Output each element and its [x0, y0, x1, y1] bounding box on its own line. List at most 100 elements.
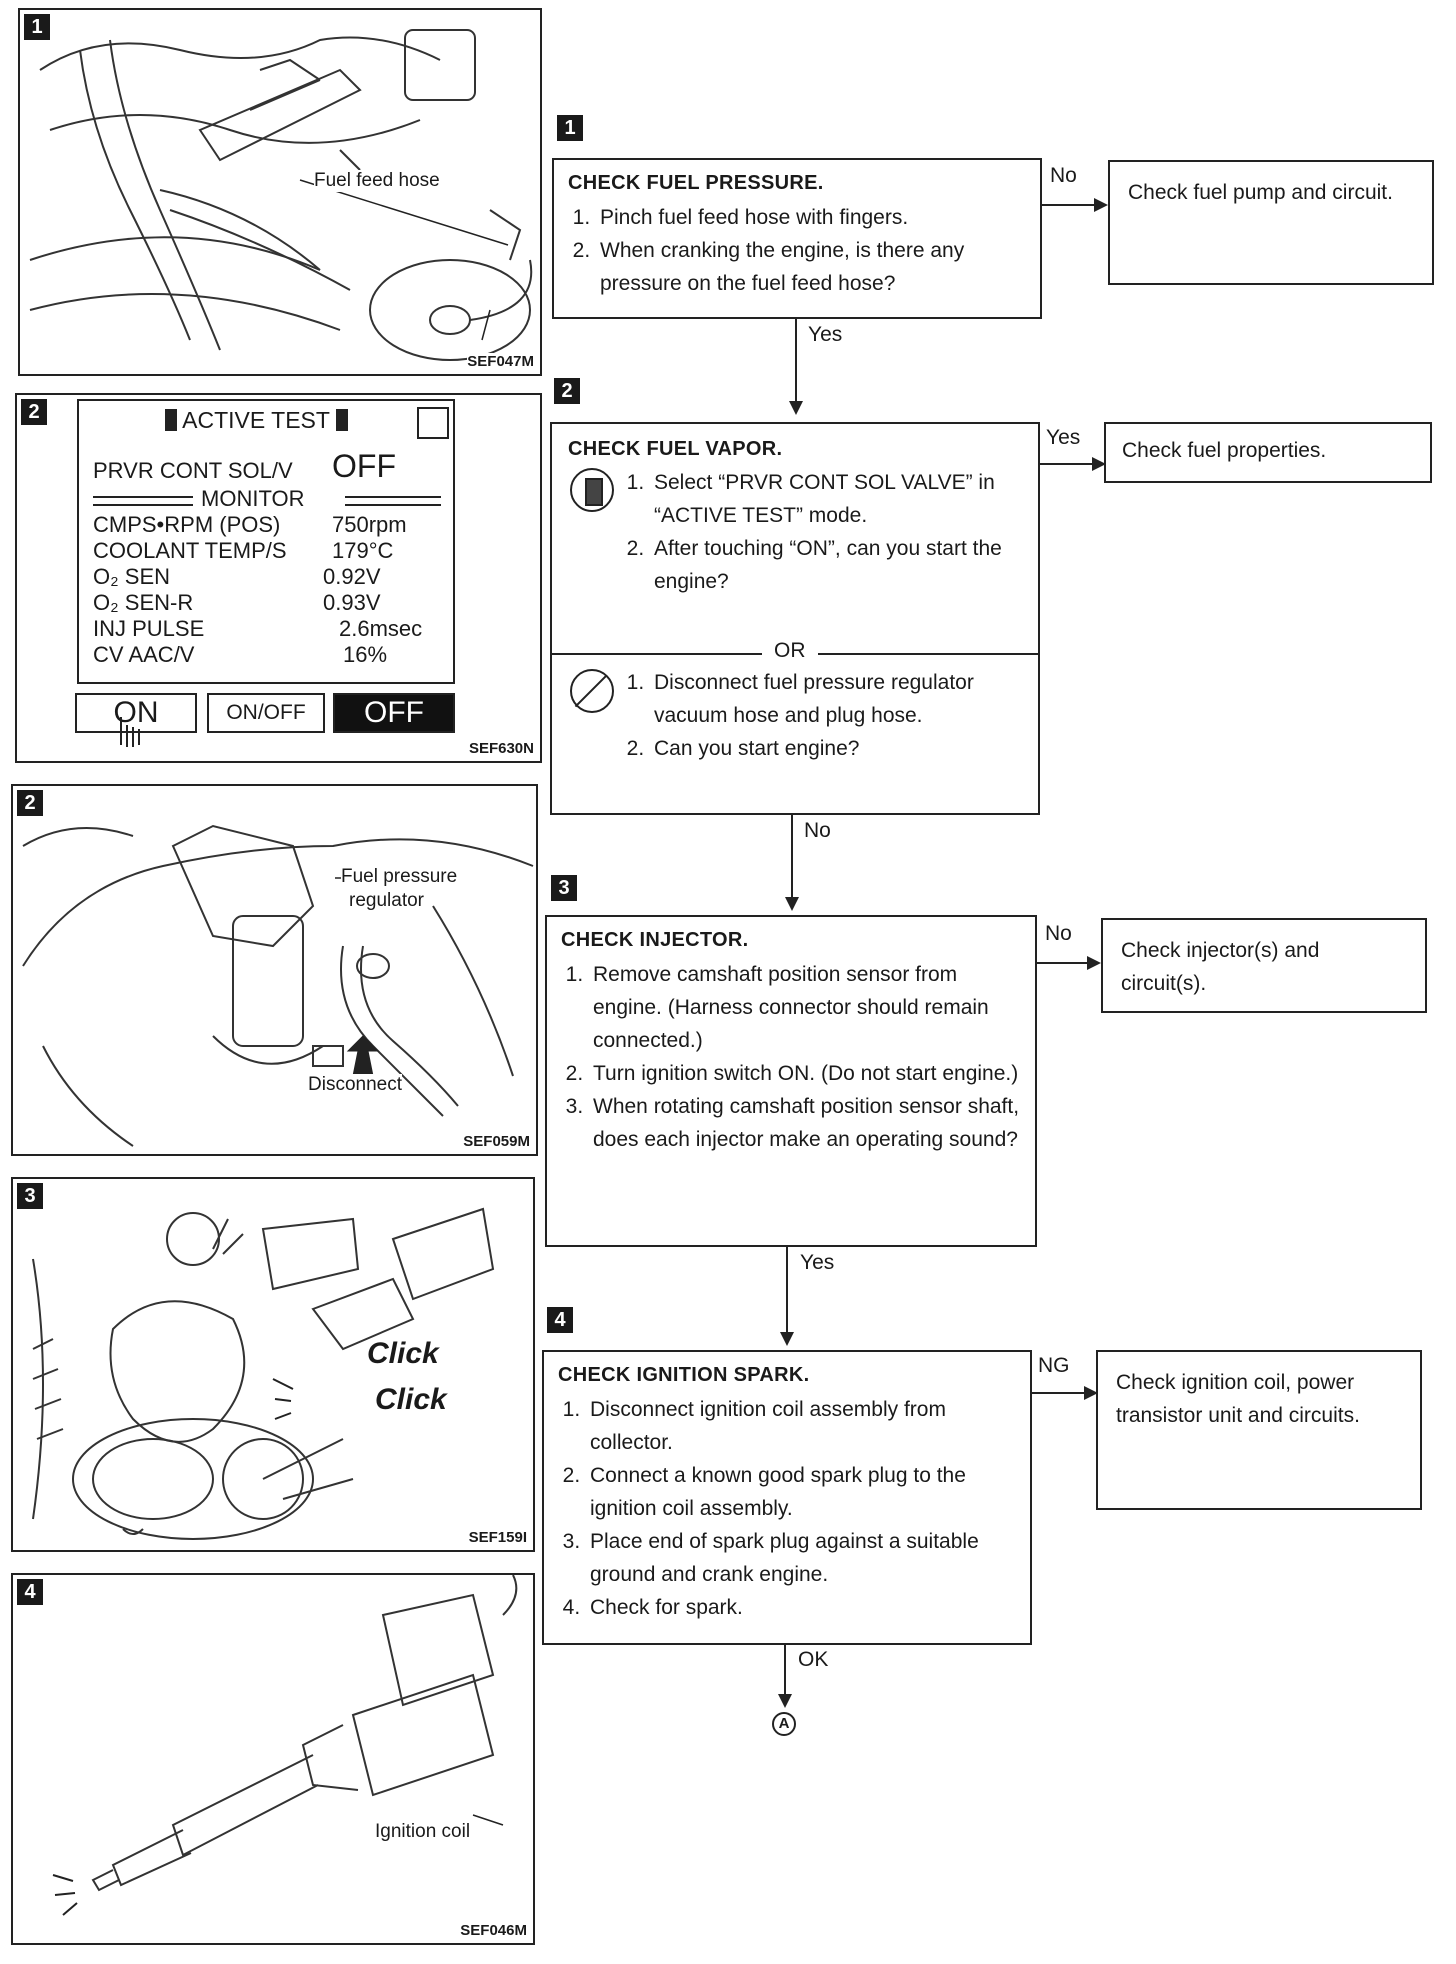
- divider-left: [93, 496, 193, 506]
- figure-code: SEF159I: [468, 1529, 527, 1546]
- step1-list: Pinch fuel feed hose with fingers. When …: [568, 201, 1026, 300]
- consult-screen: ACTIVE TEST PRVR CONT SOL/V OFF MONITOR …: [77, 399, 455, 684]
- finger-pointer-icon: [120, 717, 140, 747]
- step4-ok-connector: [784, 1645, 786, 1695]
- arrow-down: [780, 1332, 794, 1346]
- divider-right: [345, 496, 441, 506]
- arrow-down: [789, 401, 803, 415]
- test-item-label: PRVR CONT SOL/V: [93, 458, 293, 483]
- monitor-divider: MONITOR: [93, 487, 441, 511]
- step3-no-connector: [1037, 962, 1087, 964]
- step-number: 3: [551, 875, 577, 901]
- title-mark-left: [165, 409, 177, 431]
- monitor-row-value: 2.6msec: [339, 616, 423, 641]
- step4-title: CHECK IGNITION SPARK.: [558, 1364, 810, 1386]
- arrow-right: [1094, 198, 1108, 212]
- step2-list-a: Select “PRVR CONT SOL VALVE” in “ACTIVE …: [622, 466, 1050, 598]
- arrow-right: [1087, 956, 1101, 970]
- step2-item-b: Can you start engine?: [650, 732, 1050, 765]
- consult-tool-icon: [570, 468, 614, 512]
- step-number: 4: [547, 1307, 573, 1333]
- monitor-row-label: CV AAC/V: [93, 642, 195, 667]
- step2-item-b: Disconnect fuel pressure regulator vacuu…: [650, 666, 1050, 732]
- monitor-label: MONITOR: [201, 486, 305, 511]
- arrow-down: [785, 897, 799, 911]
- figure-fuel-pressure-regulator: 2 Fuel pressure regulator Disconnect SEF…: [11, 784, 538, 1156]
- print-icon[interactable]: [417, 407, 449, 439]
- or-label: OR: [762, 639, 818, 663]
- step4-ng-label: NG: [1038, 1354, 1070, 1377]
- step3-list: Remove camshaft position sensor from eng…: [561, 958, 1021, 1156]
- monitor-row-value: 0.93V: [323, 590, 381, 615]
- step3-item: Turn ignition switch ON. (Do not start e…: [589, 1057, 1021, 1090]
- step3-no-label: No: [1045, 922, 1072, 945]
- step3-item: Remove camshaft position sensor from eng…: [589, 958, 1021, 1057]
- step4-ok-label: OK: [798, 1648, 829, 1671]
- step1-no-label: No: [1050, 164, 1077, 187]
- figure-fuel-feed-hose: 1 Fuel feed hose SEF047M: [18, 8, 542, 376]
- figure-number: 2: [17, 790, 43, 816]
- step4-ng-connector: [1032, 1392, 1084, 1394]
- arrow-down: [778, 1694, 792, 1708]
- step1-no-connector: [1042, 204, 1094, 206]
- step2-yes-result: Check fuel properties.: [1104, 422, 1432, 483]
- figure-injector-check: 3 Click Click SEF159I: [11, 1177, 535, 1552]
- step2-yes-connector: [1040, 463, 1092, 465]
- step3-item: When rotating camshaft position sensor s…: [589, 1090, 1021, 1156]
- injector-illustration: [32, 1207, 495, 1540]
- step4-item: Disconnect ignition coil assembly from c…: [586, 1393, 1016, 1459]
- figure-code: SEF047M: [467, 353, 534, 370]
- step2-list-b: Disconnect fuel pressure regulator vacuu…: [622, 666, 1050, 765]
- no-tools-slash: [574, 674, 608, 708]
- monitor-row-label: O₂ SEN: [93, 564, 170, 589]
- sound-click-2: Click: [375, 1383, 447, 1416]
- figure-number: 4: [17, 1579, 43, 1605]
- figure-number: 3: [17, 1183, 43, 1209]
- monitor-row-value: 16%: [343, 642, 388, 667]
- step3-box: CHECK INJECTOR. Remove camshaft position…: [545, 915, 1037, 1247]
- step3-yes-label: Yes: [800, 1251, 835, 1274]
- monitor-row-label: O₂ SEN-R: [93, 590, 194, 615]
- step4-item: Connect a known good spark plug to the i…: [586, 1459, 1016, 1525]
- connector-a-symbol: A: [772, 1712, 796, 1736]
- step2-no-connector: [791, 815, 793, 897]
- arrow-right: [1084, 1386, 1098, 1400]
- step2-item-a: After touching “ON”, can you start the e…: [650, 532, 1050, 598]
- figure-code: SEF059M: [463, 1133, 530, 1150]
- consult-title: ACTIVE TEST: [165, 407, 348, 434]
- arrow-right: [1092, 457, 1106, 471]
- figure-consult-active-test: 2 ACTIVE TEST PRVR CONT SOL/V OFF MONITO…: [15, 393, 542, 763]
- connector-a-label: A: [778, 1715, 790, 1732]
- step1-yes-label: Yes: [808, 323, 843, 346]
- figure-ignition-coil: 4 Ignition coil SEF046M: [11, 1573, 535, 1945]
- step4-list: Disconnect ignition coil assembly from c…: [558, 1393, 1016, 1624]
- test-item-state: OFF: [332, 448, 396, 484]
- monitor-row-label: COOLANT TEMP/S: [93, 538, 287, 563]
- step1-title: CHECK FUEL PRESSURE.: [568, 172, 824, 194]
- step1-yes-connector: [795, 319, 797, 401]
- step4-box: CHECK IGNITION SPARK. Disconnect ignitio…: [542, 1350, 1032, 1645]
- step2-title: CHECK FUEL VAPOR.: [568, 438, 783, 460]
- figure-number: 2: [21, 399, 47, 425]
- step1-no-result: Check fuel pump and circuit.: [1108, 160, 1434, 285]
- step4-ng-result: Check ignition coil, power transistor un…: [1096, 1350, 1422, 1510]
- figure-code: SEF046M: [460, 1922, 527, 1939]
- step2-box: CHECK FUEL VAPOR. Select “PRVR CONT SOL …: [550, 422, 1040, 815]
- monitor-row-value: 750rpm: [332, 512, 407, 537]
- step1-box: CHECK FUEL PRESSURE. Pinch fuel feed hos…: [552, 158, 1042, 319]
- step-number: 1: [557, 115, 583, 141]
- title-mark-right: [335, 409, 348, 431]
- monitor-row-label: CMPS•RPM (POS): [93, 512, 281, 537]
- on-off-button[interactable]: ON/OFF: [207, 693, 325, 733]
- step4-item: Place end of spark plug against a suitab…: [586, 1525, 1016, 1591]
- callout-disconnect: Disconnect: [308, 1074, 402, 1096]
- figure-code: SEF630N: [468, 740, 534, 757]
- engine-illustration: [29, 29, 533, 361]
- off-button[interactable]: OFF: [333, 693, 455, 733]
- monitor-row-value: 179°C: [332, 538, 394, 563]
- ignition-coil-illustration: [52, 1575, 518, 1916]
- step3-title: CHECK INJECTOR.: [561, 929, 749, 951]
- callout-regulator: regulator: [349, 890, 424, 912]
- step1-item: When cranking the engine, is there any p…: [596, 234, 1026, 300]
- callout-fuel-pressure: Fuel pressure: [341, 866, 458, 888]
